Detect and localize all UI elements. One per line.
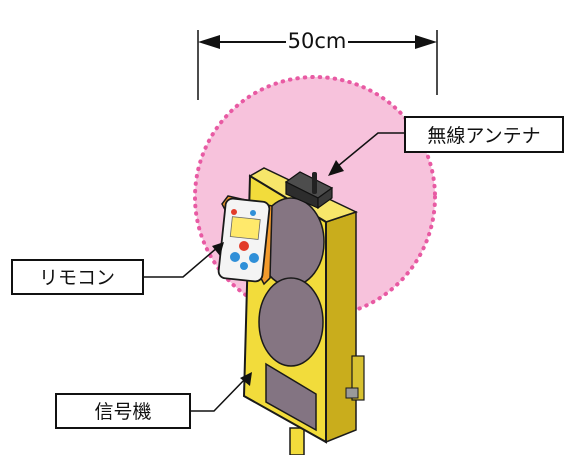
antenna-arrow-icon [328,160,344,176]
remote-callout-label: リモコン [39,267,115,289]
remote-arrow-icon [212,242,224,256]
leader-lines [143,132,405,412]
signal-arrow-icon [240,372,252,386]
antenna-rod-icon [312,172,317,194]
remote-callout-box [11,259,144,295]
antenna-leader [337,132,405,167]
dimension-label: 50cm [288,29,347,53]
signal-callout-box [55,393,191,429]
antenna-callout-box [404,116,564,153]
arrow-right-icon [415,35,437,49]
signal-pole [289,427,305,455]
signal-callout-label: 信号機 [94,401,151,423]
arrow-left-icon [198,35,220,49]
lower-lens [258,277,324,367]
display-panel [265,362,317,432]
remote-control [217,195,273,286]
signal-leader [190,377,247,412]
remote-leader [143,246,219,278]
antenna-callout-label: 無線アンテナ [427,125,540,147]
antenna-unit [284,171,334,210]
